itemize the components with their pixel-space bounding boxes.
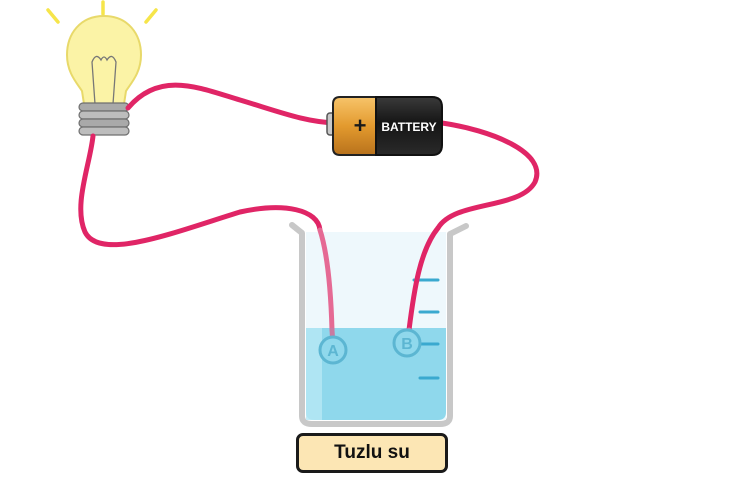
solution-label-text: Tuzlu su <box>334 442 410 463</box>
bulb-base-ring <box>78 118 130 128</box>
wires <box>78 82 540 248</box>
electrode-b-label: B <box>401 336 413 353</box>
bulb-base-ring <box>78 110 130 120</box>
bulb-glass <box>65 14 143 105</box>
bulb-base-ring <box>78 126 130 136</box>
wire-bulb-to-electrode-a <box>78 133 323 248</box>
beaker-outline <box>289 222 469 427</box>
battery-icon: + BATTERY <box>326 96 443 156</box>
salt-water-highlight <box>306 328 322 420</box>
light-rays <box>46 0 158 24</box>
electrode-b: B <box>392 328 422 358</box>
battery-cap <box>332 96 377 156</box>
battery-body <box>375 96 443 156</box>
bulb-base-ring <box>78 102 130 112</box>
battery-plus: + <box>354 113 367 138</box>
electrode-a-wire <box>317 227 335 333</box>
electrode-b-wire <box>406 225 441 333</box>
wire-bulb-to-battery <box>125 82 339 126</box>
electrode-a-label: A <box>327 343 339 360</box>
battery-label: BATTERY <box>381 120 436 134</box>
light-bulb-icon <box>46 0 158 136</box>
solution-label: Tuzlu su <box>296 433 448 473</box>
bulb-filament <box>91 55 117 105</box>
electrode-a: A <box>318 335 348 365</box>
beaker-icon <box>289 222 469 427</box>
wire-battery-to-electrode-b <box>435 120 540 231</box>
